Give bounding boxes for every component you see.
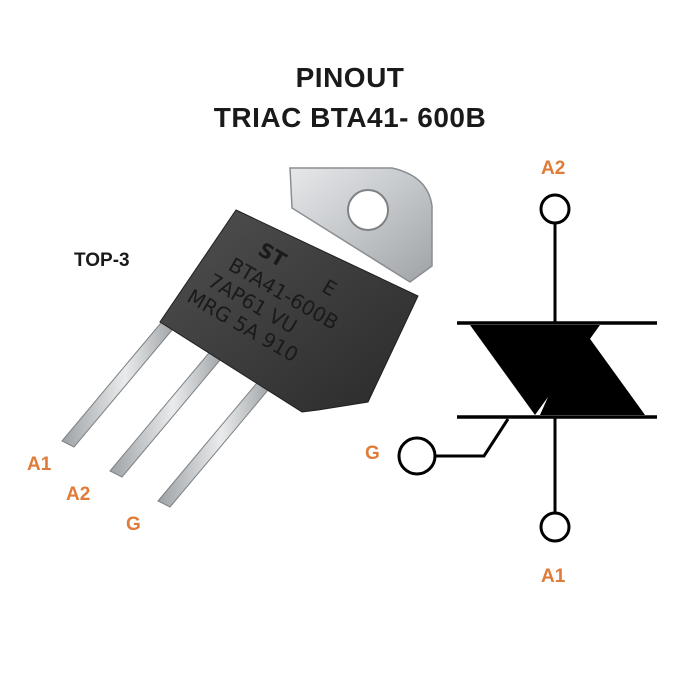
symbol-pin-label-a2: A2 [541, 158, 566, 179]
package-name-label: TOP-3 [74, 250, 130, 271]
plastic-body [159, 209, 419, 413]
triac-symbol [397, 193, 657, 543]
triac-package: ST BTA41-600B 7AP61 VU MRG 5A 910 E [61, 167, 433, 508]
terminal-a1-circle [539, 511, 571, 543]
package-pin-label-a1: A1 [27, 454, 52, 475]
triangle-up [540, 325, 645, 415]
triangle-down [470, 325, 600, 415]
mounting-hole [347, 189, 389, 231]
symbol-pin-label-g: G [365, 443, 380, 464]
title-line-2: TRIAC BTA41- 600B [213, 102, 487, 133]
terminal-a2-circle [539, 193, 571, 225]
symbol-pin-label-a1: A1 [541, 566, 566, 587]
title-line-1: PINOUT [295, 62, 405, 93]
package-pin-label-a2: A2 [66, 484, 91, 505]
terminal-g-circle [397, 436, 437, 476]
package-pin-label-g: G [126, 514, 141, 535]
gate-wire [436, 418, 510, 458]
